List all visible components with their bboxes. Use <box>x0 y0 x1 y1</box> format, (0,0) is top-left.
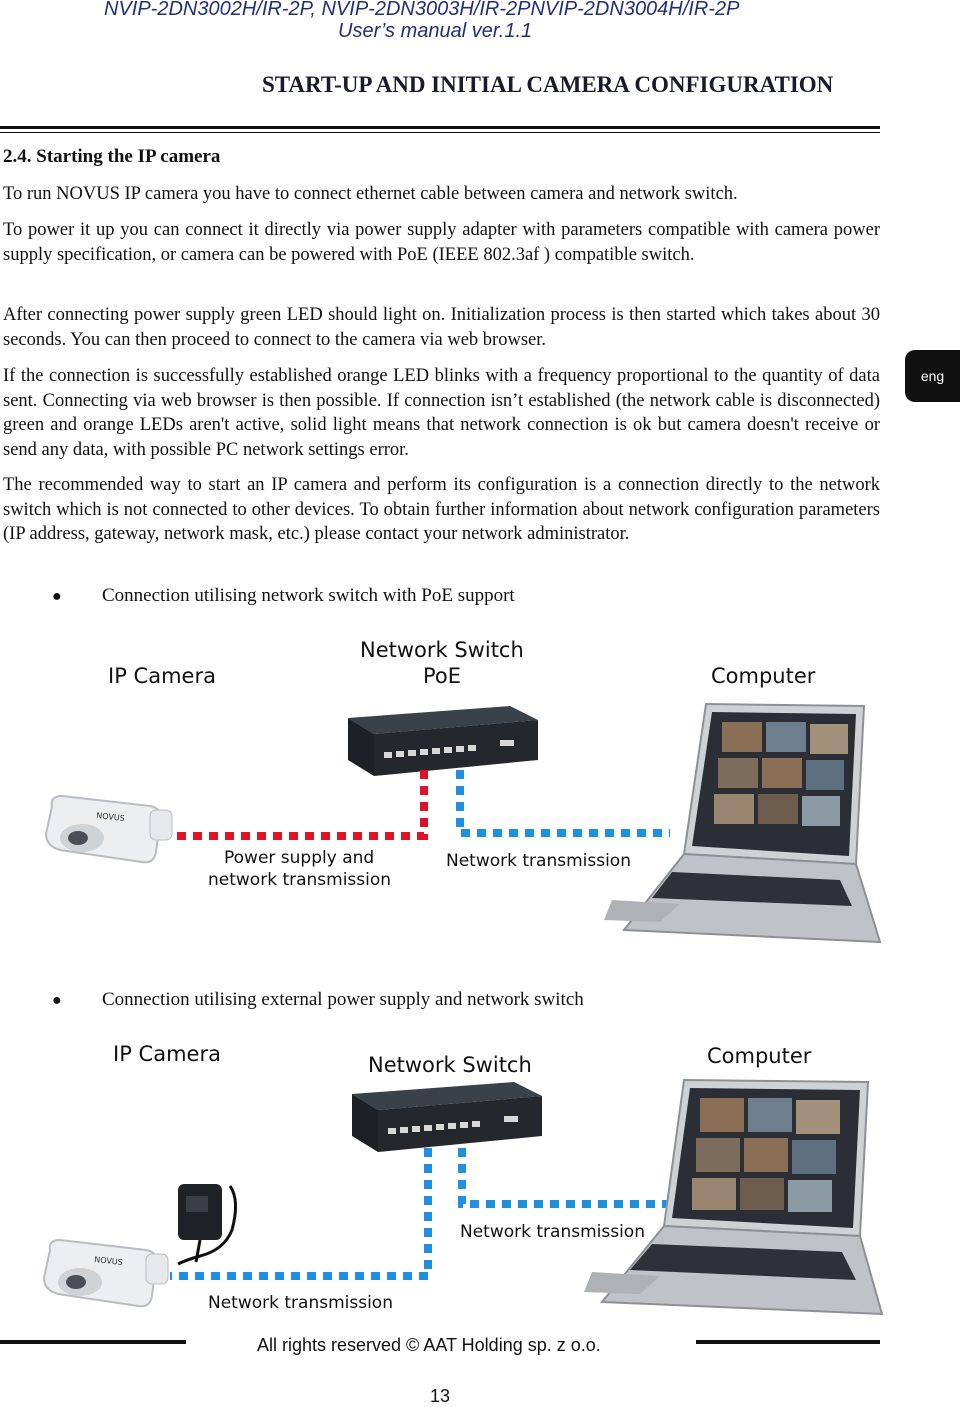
bullet-icon: ● <box>52 588 62 605</box>
diagram1-computer-label: Computer <box>711 664 816 688</box>
header-rule-thin <box>0 132 880 133</box>
diagram1-power-label-line1: Power supply and <box>224 848 375 868</box>
section-title: 2.4. Starting the IP camera <box>3 146 221 167</box>
paragraph-3: After connecting power supply green LED … <box>3 305 880 350</box>
bullet-poe: Connection utilising network switch with… <box>102 585 515 606</box>
footer-rule-right <box>696 1340 880 1344</box>
diagram2-switch-label: Network Switch <box>368 1053 532 1077</box>
power-adapter-icon <box>177 1184 237 1266</box>
diagram2-computer-label: Computer <box>707 1044 812 1068</box>
diagram2-ip-camera-label: IP Camera <box>113 1042 221 1066</box>
bullet-external-power: Connection utilising external power supp… <box>102 989 584 1010</box>
network-switch-icon <box>352 1082 542 1152</box>
ip-camera-icon: NOVUS <box>44 794 173 864</box>
header-rule <box>0 126 880 129</box>
laptop-computer-icon <box>584 1078 884 1316</box>
network-switch-poe-icon <box>348 706 538 776</box>
diagram2-network-label-bottom: Network transmission <box>208 1293 393 1313</box>
paragraph-5: The recommended way to start an IP camer… <box>3 475 880 544</box>
diagram1-poe-label: PoE <box>423 664 462 688</box>
language-tab[interactable]: eng <box>905 350 960 402</box>
paragraph-4: If the connection is successfully establ… <box>3 366 880 460</box>
diagram2-network-label-top: Network transmission <box>460 1222 645 1242</box>
paragraph-1: To run NOVUS IP camera you have to conne… <box>3 184 738 204</box>
footer-rule-left <box>0 1340 186 1344</box>
camera-brand-label: NOVUS <box>96 811 125 823</box>
diagram1-network-label: Network transmission <box>446 851 631 871</box>
diagram1-switch-label: Network Switch <box>360 638 524 662</box>
chapter-title: START-UP AND INITIAL CAMERA CONFIGURATIO… <box>262 72 834 97</box>
header-manual-version: User’s manual ver.1.1 <box>338 20 533 42</box>
paragraph-2: To power it up you can connect it direct… <box>3 220 880 265</box>
camera-brand-label: NOVUS <box>94 1255 123 1267</box>
header-models: NVIP-2DN3002H/IR-2P, NVIP-2DN3003H/IR-2P… <box>104 0 740 20</box>
diagram1-ip-camera-label: IP Camera <box>108 664 216 688</box>
footer-copyright: All rights reserved © AAT Holding sp. z … <box>257 1335 601 1355</box>
page-number: 13 <box>430 1386 451 1406</box>
laptop-computer-icon <box>604 702 882 944</box>
ip-camera-icon: NOVUS <box>42 1238 169 1308</box>
bullet-icon: ● <box>52 992 62 1009</box>
diagram1-power-label-line2: network transmission <box>208 870 392 890</box>
